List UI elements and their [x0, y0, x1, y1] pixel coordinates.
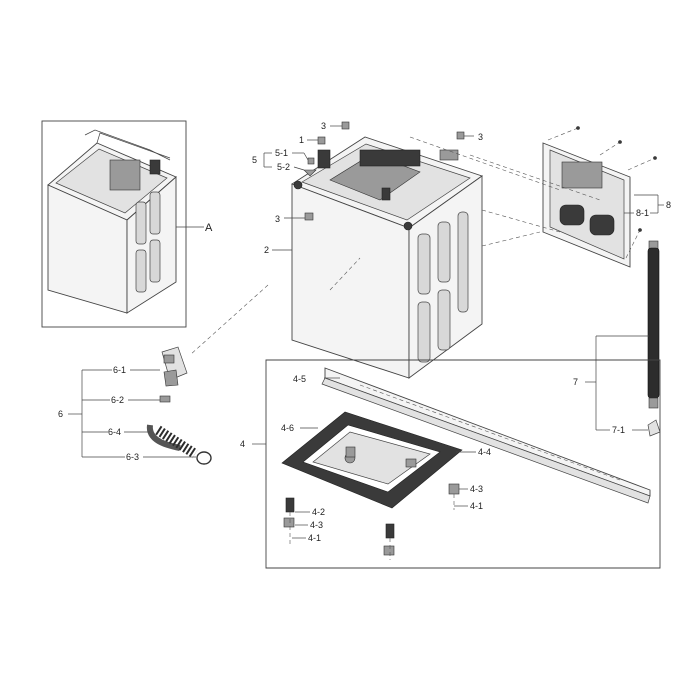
callout-7: 7 [573, 377, 578, 387]
callout-4-3a: 4-3 [310, 520, 323, 530]
feet [283, 446, 460, 560]
callout-1: 1 [299, 135, 304, 145]
callout-4-6: 4-6 [281, 423, 294, 433]
callout-3a: 3 [321, 121, 326, 131]
callout-5-2: 5-2 [277, 162, 290, 172]
cabinet-main [291, 136, 483, 379]
drain-parts-group [68, 346, 212, 465]
callout-4-1b: 4-1 [470, 501, 483, 511]
callout-3c: 3 [275, 214, 280, 224]
callout-4-2: 4-2 [312, 507, 325, 517]
callout-6-2: 6-2 [111, 395, 124, 405]
callout-4-4: 4-4 [478, 447, 491, 457]
callout-5: 5 [252, 155, 257, 165]
fasteners-top [303, 121, 465, 221]
callout-3b: 3 [478, 132, 483, 142]
callout-2: 2 [264, 245, 269, 255]
callout-8: 8 [666, 200, 671, 210]
callout-6-4: 6-4 [108, 427, 121, 437]
callout-4-5: 4-5 [293, 374, 306, 384]
callout-4-1a: 4-1 [308, 533, 321, 543]
callout-6-3: 6-3 [126, 452, 139, 462]
inset-assembled-cabinet: A [41, 120, 213, 328]
callout-4: 4 [240, 439, 245, 449]
callout-7-1: 7-1 [612, 425, 625, 435]
callout-8-1: 8-1 [636, 208, 649, 218]
callout-6: 6 [58, 409, 63, 419]
base-assembly-box [252, 359, 661, 569]
rear-panel [542, 126, 657, 268]
callout-A: A [205, 222, 213, 234]
callout-5-1: 5-1 [275, 148, 288, 158]
callout-6-1: 6-1 [113, 365, 126, 375]
callout-4-3b: 4-3 [470, 484, 483, 494]
drain-hose [585, 240, 661, 437]
